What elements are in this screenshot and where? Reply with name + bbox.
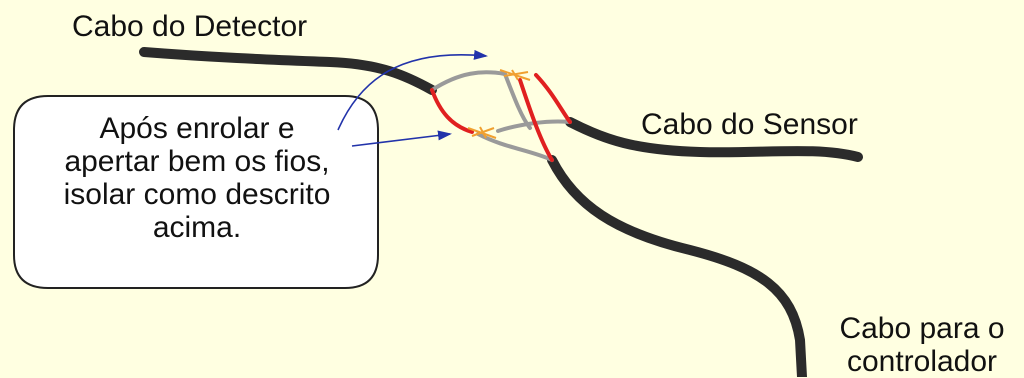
callout-line-3: isolar como descrito <box>63 178 331 211</box>
top-splice <box>499 69 531 81</box>
callout-line-2: apertar bem os fios, <box>64 145 330 178</box>
callout-bubble <box>13 95 379 289</box>
callout-text: Após enrolar e apertar bem os fios, isol… <box>22 112 372 244</box>
controller-label-line-1: Cabo para o <box>839 312 1005 345</box>
arrow-to-top-splice <box>337 49 488 131</box>
sensor-cable <box>565 117 863 162</box>
controller-label-line-2: controlador <box>846 345 998 378</box>
controller-cable <box>547 155 807 377</box>
detector-cable-label: Cabo do Detector <box>72 10 308 43</box>
red-wire-controller <box>518 78 554 162</box>
callout-line-4: acima. <box>152 211 242 244</box>
detector-cable <box>139 47 437 95</box>
arrow-to-bottom-splice <box>351 130 452 147</box>
sensor-cable-label: Cabo do Sensor <box>641 108 858 141</box>
callout-line-1: Após enrolar e <box>99 112 295 145</box>
red-wire-detector <box>430 88 474 134</box>
bottom-splice <box>467 126 497 139</box>
controller-cable-label: Cabo para o controlador <box>820 312 1024 378</box>
red-wire-sensor <box>534 73 572 124</box>
gray-wire-top <box>430 70 507 92</box>
